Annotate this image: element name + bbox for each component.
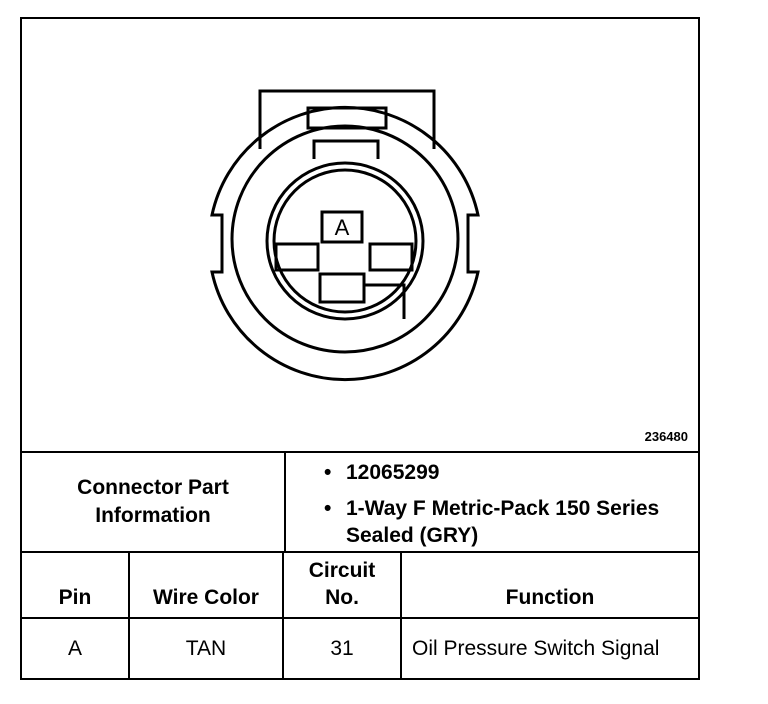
connector-info-details: • 12065299 • 1-Way F Metric-Pack 150 Ser… — [322, 459, 666, 549]
cavity-bottom — [318, 272, 366, 304]
cavity-right — [368, 242, 414, 272]
bullet-icon: • — [324, 497, 332, 520]
connector-type: 1-Way F Metric-Pack 150 Series Sealed (G… — [346, 497, 660, 547]
connector-inner-shell — [230, 124, 460, 354]
connector-info-label-cell: Connector Part Information — [22, 453, 286, 551]
cavity-left — [274, 242, 320, 272]
keyway-notch — [364, 283, 406, 319]
part-number: 12065299 — [346, 461, 440, 484]
figure-number: 236480 — [644, 429, 688, 444]
pin-a-label: A — [335, 215, 350, 240]
cell-pin: A — [22, 619, 130, 678]
connector-outer-shell — [210, 105, 480, 382]
connector-type-item: • 1-Way F Metric-Pack 150 Series Sealed … — [322, 495, 666, 549]
connector-drawing-panel: A 236480 — [22, 19, 698, 453]
cell-function: Oil Pressure Switch Signal — [412, 637, 660, 660]
pinout-frame: A 236480 Connector Part Information • 12… — [20, 17, 700, 680]
bullet-icon: • — [324, 461, 332, 484]
part-number-item: • 12065299 — [322, 459, 666, 486]
pinout-table-header: Pin Wire Color Circuit No. Function — [22, 553, 698, 619]
header-wire-color: Wire Color — [130, 553, 284, 617]
connector-info-label: Connector Part Information — [77, 476, 229, 527]
table-row: A TAN 31 Oil Pressure Switch Signal — [22, 619, 698, 678]
connector-part-info: Connector Part Information • 12065299 • … — [22, 453, 698, 553]
cell-circuit-no: 31 — [284, 619, 402, 678]
connector-face-diagram: A — [210, 89, 480, 382]
cavity-a — [320, 210, 364, 244]
cell-wire-color: TAN — [130, 619, 284, 678]
terminal-face-inner — [272, 168, 418, 314]
header-circuit-no: Circuit No. — [284, 553, 402, 617]
terminal-face-outer — [265, 161, 425, 321]
latch-housing — [258, 89, 436, 149]
header-pin: Pin — [22, 553, 130, 617]
header-function: Function — [505, 586, 595, 609]
latch-neck — [312, 139, 380, 159]
